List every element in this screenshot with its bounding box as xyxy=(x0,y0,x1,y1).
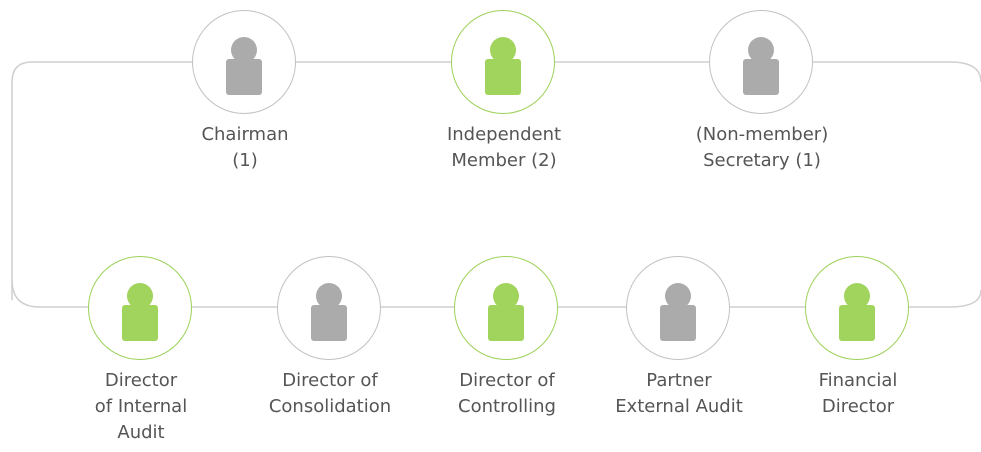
attendee-label: Financial Director xyxy=(818,370,898,417)
attendee-label: Director of Controlling xyxy=(458,370,556,417)
member-label: Independent Member (2) xyxy=(446,124,562,171)
member-circle xyxy=(709,10,813,114)
member-label: Chairman (1) xyxy=(201,124,289,171)
attendee-circle xyxy=(626,256,730,360)
person-icon xyxy=(660,283,696,341)
top-connector-line xyxy=(11,61,981,300)
person-icon xyxy=(226,37,262,95)
attendee-label: Director of Internal Audit xyxy=(94,370,188,443)
person-icon xyxy=(485,37,521,95)
attendee-label: Partner External Audit xyxy=(615,370,743,417)
person-icon xyxy=(311,283,347,341)
member-circle xyxy=(451,10,555,114)
person-icon xyxy=(743,37,779,95)
attendee-circle xyxy=(454,256,558,360)
person-icon xyxy=(488,283,524,341)
attendee-circle xyxy=(805,256,909,360)
attendee-circle xyxy=(277,256,381,360)
person-icon xyxy=(839,283,875,341)
member-circle xyxy=(192,10,296,114)
attendee-circle xyxy=(88,256,192,360)
attendee-label: Director of Consolidation xyxy=(268,370,392,417)
person-icon xyxy=(122,283,158,341)
member-label: (Non-member) Secretary (1) xyxy=(695,124,829,171)
